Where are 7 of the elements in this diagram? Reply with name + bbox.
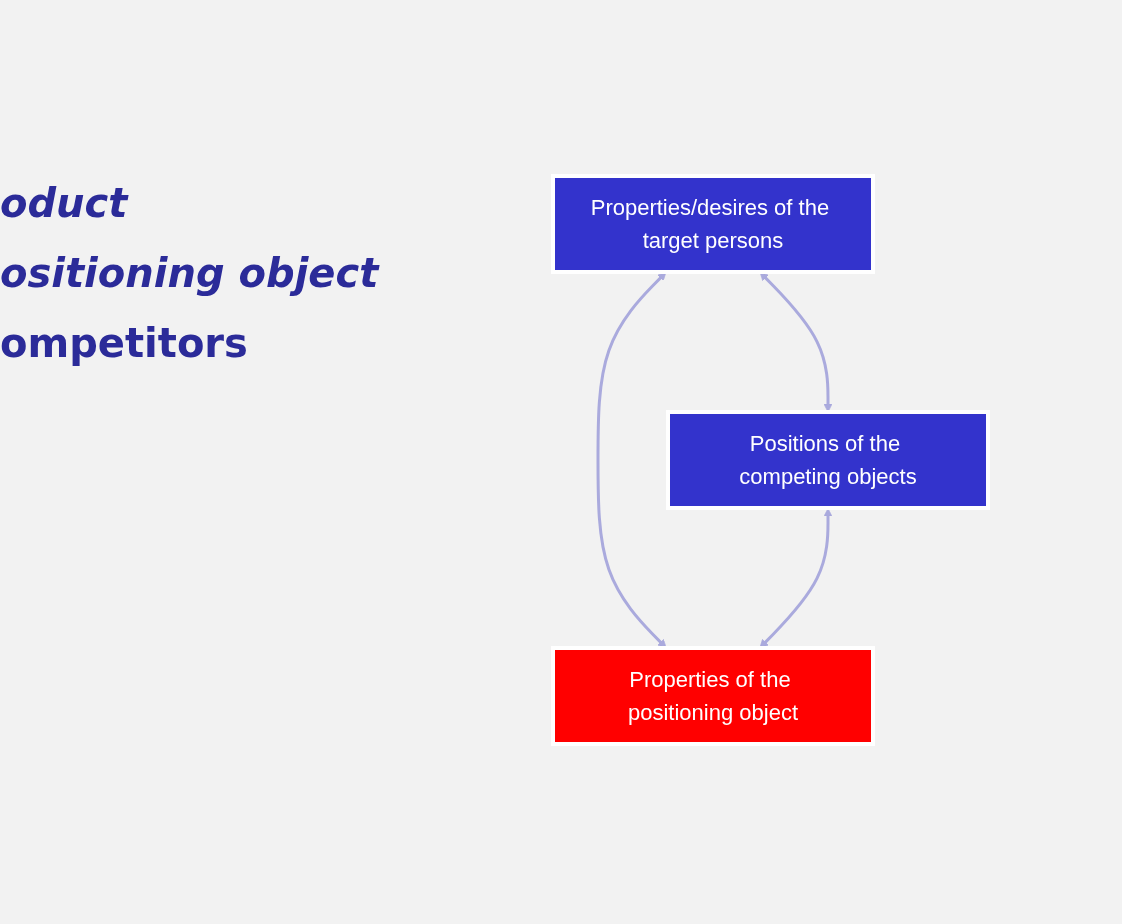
node-box: Properties of the positioning object bbox=[550, 646, 875, 746]
node-box: Positions of the competing objects bbox=[665, 410, 990, 510]
list-item-text: ompetitors bbox=[0, 320, 249, 366]
list-item-text: ositioning object bbox=[0, 250, 381, 296]
list-item-text: oduct bbox=[0, 180, 130, 226]
node-box: Properties/desires of the target persons bbox=[550, 174, 875, 274]
arrow bbox=[758, 508, 832, 649]
